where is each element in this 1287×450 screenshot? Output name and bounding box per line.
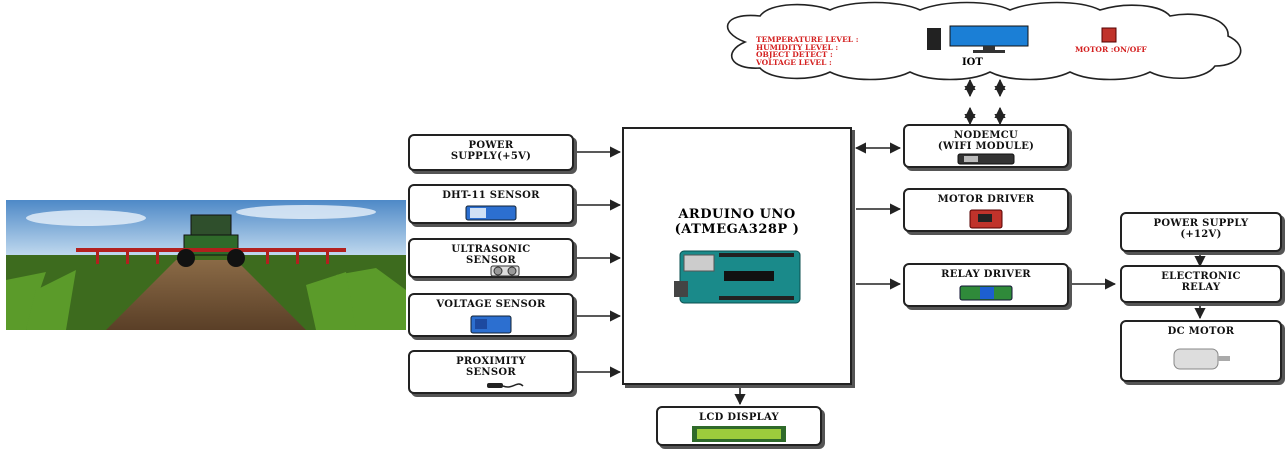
power-supply-12v-box: POWER SUPPLY (+12V) <box>1120 212 1282 252</box>
motor-driver-label: MOTOR DRIVER <box>937 194 1035 205</box>
power-supply-5v-label: POWER SUPPLY(+5V) <box>450 140 532 162</box>
voltage-sensor-label: VOLTAGE SENSOR <box>436 299 546 310</box>
dc-motor-icon <box>1173 348 1230 370</box>
dc-motor-label: DC MOTOR <box>1167 326 1235 337</box>
proximity-module-icon <box>487 383 524 388</box>
motor-driver-box: MOTOR DRIVER <box>903 188 1069 232</box>
computer-icon <box>927 25 1029 53</box>
ultrasonic-module-icon <box>490 265 520 277</box>
relay-driver-label: RELAY DRIVER <box>941 269 1031 280</box>
iot-label: IOT <box>962 57 983 68</box>
tractor-farm-image <box>6 200 406 330</box>
electronic-relay-box: ELECTRONIC RELAY <box>1120 265 1282 303</box>
nodemcu-box: NODEMCU (WIFI MODULE) <box>903 124 1069 168</box>
dht11-module-icon <box>465 205 517 221</box>
voltage-module-icon <box>470 315 512 334</box>
nodemcu-module-icon <box>957 153 1015 165</box>
lcd-display-box: LCD DISPLAY <box>656 406 822 446</box>
dht11-sensor-label: DHT-11 SENSOR <box>442 190 540 201</box>
relay-driver-icon <box>959 285 1013 301</box>
nodemcu-label: NODEMCU (WIFI MODULE) <box>937 130 1035 152</box>
motor-on-off-label: MOTOR :ON/OFF <box>1075 45 1147 54</box>
dc-motor-box: DC MOTOR <box>1120 320 1282 382</box>
dht11-sensor-box: DHT-11 SENSOR <box>408 184 574 224</box>
arduino-uno-block: ARDUINO UNO (ATMEGA328P ) <box>622 127 852 385</box>
arduino-uno-title: ARDUINO UNO (ATMEGA328P ) <box>674 207 800 237</box>
lcd-display-label: LCD DISPLAY <box>699 412 779 423</box>
arduino-board-icon <box>674 250 801 304</box>
motor-switch-icon <box>1101 27 1117 43</box>
proximity-sensor-label: PROXIMITY SENSOR <box>456 356 526 378</box>
power-supply-12v-label: POWER SUPPLY (+12V) <box>1153 218 1249 240</box>
ultrasonic-sensor-box: ULTRASONIC SENSOR <box>408 238 574 278</box>
ultrasonic-sensor-label: ULTRASONIC SENSOR <box>451 244 531 266</box>
electronic-relay-label: ELECTRONIC RELAY <box>1161 271 1241 293</box>
power-supply-5v-box: POWER SUPPLY(+5V) <box>408 134 574 171</box>
motor-driver-icon <box>969 209 1003 229</box>
voltage-sensor-box: VOLTAGE SENSOR <box>408 293 574 337</box>
proximity-sensor-box: PROXIMITY SENSOR <box>408 350 574 394</box>
iot-parameter-list: TEMPERATURE LEVEL : HUMIDITY LEVEL : OBJ… <box>756 35 859 67</box>
relay-driver-box: RELAY DRIVER <box>903 263 1069 307</box>
lcd-module-icon <box>692 426 786 442</box>
